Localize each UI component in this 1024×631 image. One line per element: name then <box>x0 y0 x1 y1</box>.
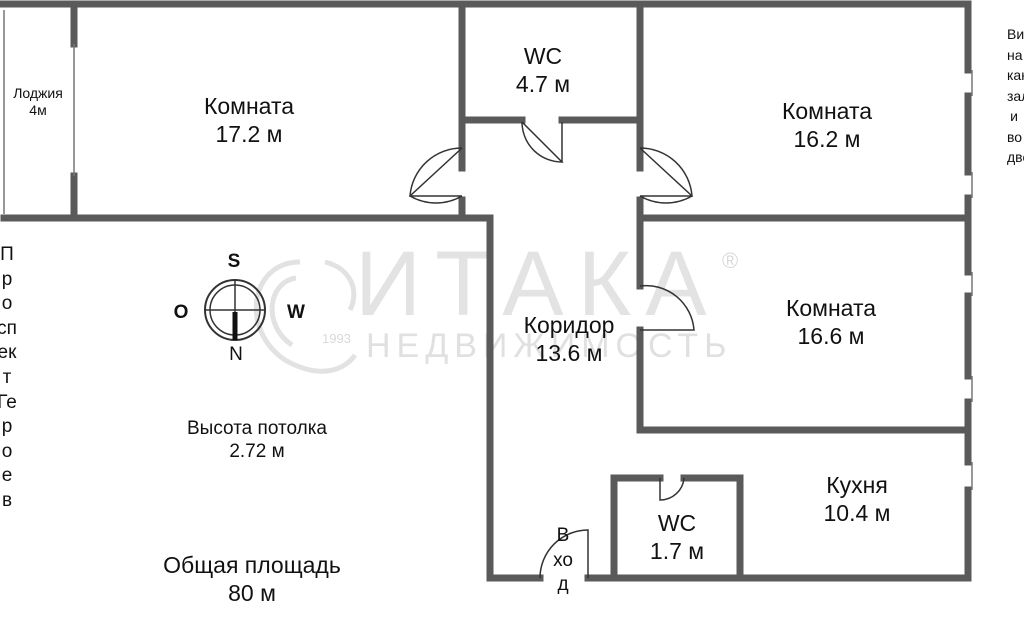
windows <box>3 10 973 490</box>
corridor-label: Коридор 13.6 м <box>524 311 615 367</box>
total-area-text: Общая площадь <box>163 552 341 578</box>
wc-bottom-name: WC <box>657 510 697 536</box>
corridor-area: 13.6 м <box>535 340 603 367</box>
compass-east-label: O <box>173 302 189 323</box>
total-area-label: Общая площадь 80 м <box>163 551 341 607</box>
total-area-value: 80 м <box>228 580 276 607</box>
ceiling-value: 2.72 м <box>229 441 285 463</box>
room-3-area: 16.6 м <box>797 323 865 350</box>
compass-icon <box>204 279 266 341</box>
right-view-note: Вид на канал, залив и во двор <box>1007 26 1024 165</box>
kitchen-area: 10.4 м <box>823 500 891 527</box>
compass-north-label: N <box>229 344 243 365</box>
watermark-brand: ИТАКА <box>355 233 721 335</box>
room-2-label: Комната 16.2 м <box>782 97 872 153</box>
watermark-logo-icon <box>253 259 358 374</box>
wc-bottom-label: WC 1.7 м <box>650 509 704 565</box>
left-street-label: Проспект Героев <box>0 244 17 511</box>
wc-top-area: 4.7 м <box>515 71 571 98</box>
loggia-area: 4м <box>29 102 47 119</box>
entrance-label: Вход <box>553 525 573 596</box>
watermark-year: 1993 <box>322 331 351 346</box>
corridor-name: Коридор <box>523 312 615 338</box>
room-1-area: 17.2 м <box>215 121 283 148</box>
door-swings <box>408 121 695 579</box>
wc-bottom-area: 1.7 м <box>649 538 705 565</box>
room-2-area: 16.2 м <box>793 126 861 153</box>
wc-top-name: WC <box>523 43 563 69</box>
ceiling-label: Высота потолка 2.72 м <box>187 417 327 463</box>
compass-west-label: W <box>287 302 305 323</box>
watermark-tagline: НЕДВИЖИМОСТЬ <box>366 327 733 365</box>
room-2-name: Комната <box>781 98 873 124</box>
room-3-label: Комната 16.6 м <box>786 294 876 350</box>
room-3-name: Комната <box>785 295 877 321</box>
compass-south-label: S <box>227 251 241 272</box>
loggia-label: Лоджия 4м <box>13 85 63 119</box>
loggia-name: Лоджия <box>13 85 63 101</box>
kitchen-label: Кухня 10.4 м <box>824 471 891 527</box>
kitchen-name: Кухня <box>826 472 888 498</box>
room-1-label: Комната 17.2 м <box>204 92 294 148</box>
room-1-name: Комната <box>203 93 295 119</box>
watermark-reg-mark: ® <box>722 248 739 273</box>
ceiling-text: Высота потолка <box>187 418 327 439</box>
walls <box>0 0 972 582</box>
wc-top-label: WC 4.7 м <box>516 42 570 98</box>
